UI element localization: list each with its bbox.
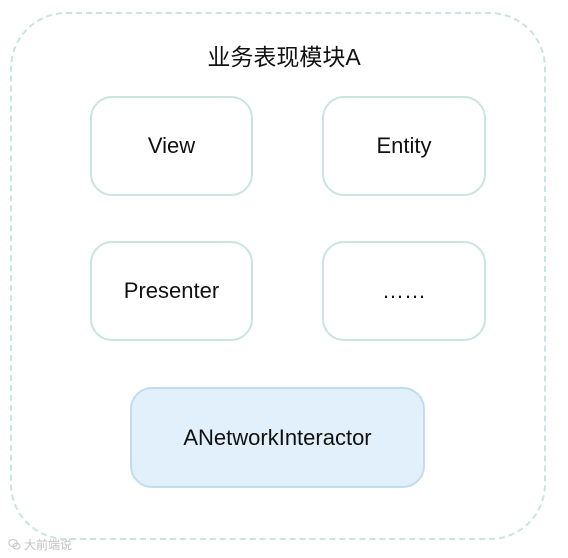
watermark: 大前端说 [8,536,72,553]
presenter-node: Presenter [90,241,253,341]
wechat-logo-icon [8,539,21,550]
ellipsis-node-label: …… [382,278,426,303]
module-title: 业务表现模块A [207,44,361,70]
entity-node: Entity [322,96,486,196]
ellipsis-node: …… [322,241,486,341]
interactor-node: ANetworkInteractor [130,387,425,488]
view-node-label: View [147,133,196,158]
presenter-node-label: Presenter [123,278,220,303]
module-container [10,12,546,540]
view-node: View [90,96,253,196]
interactor-node-label: ANetworkInteractor [183,424,372,450]
entity-node-label: Entity [376,133,432,158]
watermark-text: 大前端说 [24,538,73,552]
